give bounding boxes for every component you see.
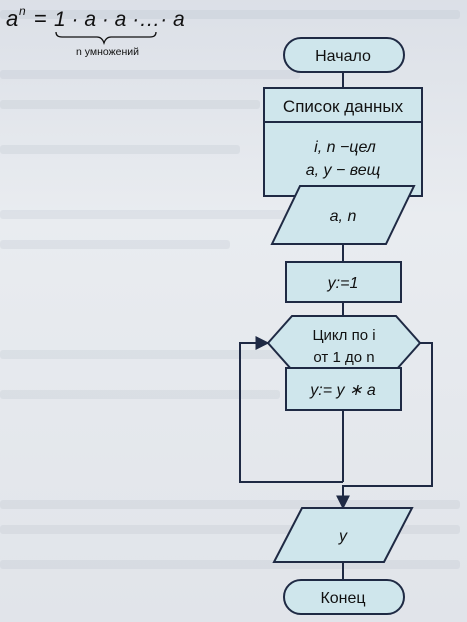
output-parallelogram: [272, 507, 414, 563]
data-header-label: Список данных: [283, 97, 404, 116]
init-label: y:=1: [327, 275, 359, 292]
input-parallelogram: [270, 185, 416, 245]
data-line-2: a, y − вещ: [306, 162, 381, 179]
body-label: y:= y ∗ a: [309, 382, 376, 399]
loop-label-1: Цикл по i: [312, 327, 375, 344]
data-line-1: i, n −цел: [314, 139, 376, 156]
input-label: a, n: [330, 208, 357, 225]
loop-label-2: от 1 до n: [313, 349, 374, 366]
end-terminator: [283, 579, 405, 615]
formula-expression: 1 · a · a ·…· a: [54, 8, 185, 31]
data-block: [263, 87, 423, 197]
loop-exit-arrow: [336, 342, 433, 510]
start-label: Начало: [315, 48, 371, 65]
formula-equals: =: [34, 6, 47, 31]
start-terminator: [283, 37, 405, 73]
underbrace-label: n умножений: [76, 46, 139, 58]
end-label: Конец: [320, 590, 365, 607]
formula-base: a: [6, 6, 18, 31]
init-process: [285, 261, 402, 303]
loop-back-arrow: [239, 336, 343, 483]
formula: a n = 1 · a · a ·…· a n умножений: [6, 4, 185, 58]
output-label: y: [338, 528, 348, 545]
formula-exponent: n: [19, 4, 26, 18]
underbrace: [55, 31, 157, 46]
body-process: [285, 367, 402, 411]
